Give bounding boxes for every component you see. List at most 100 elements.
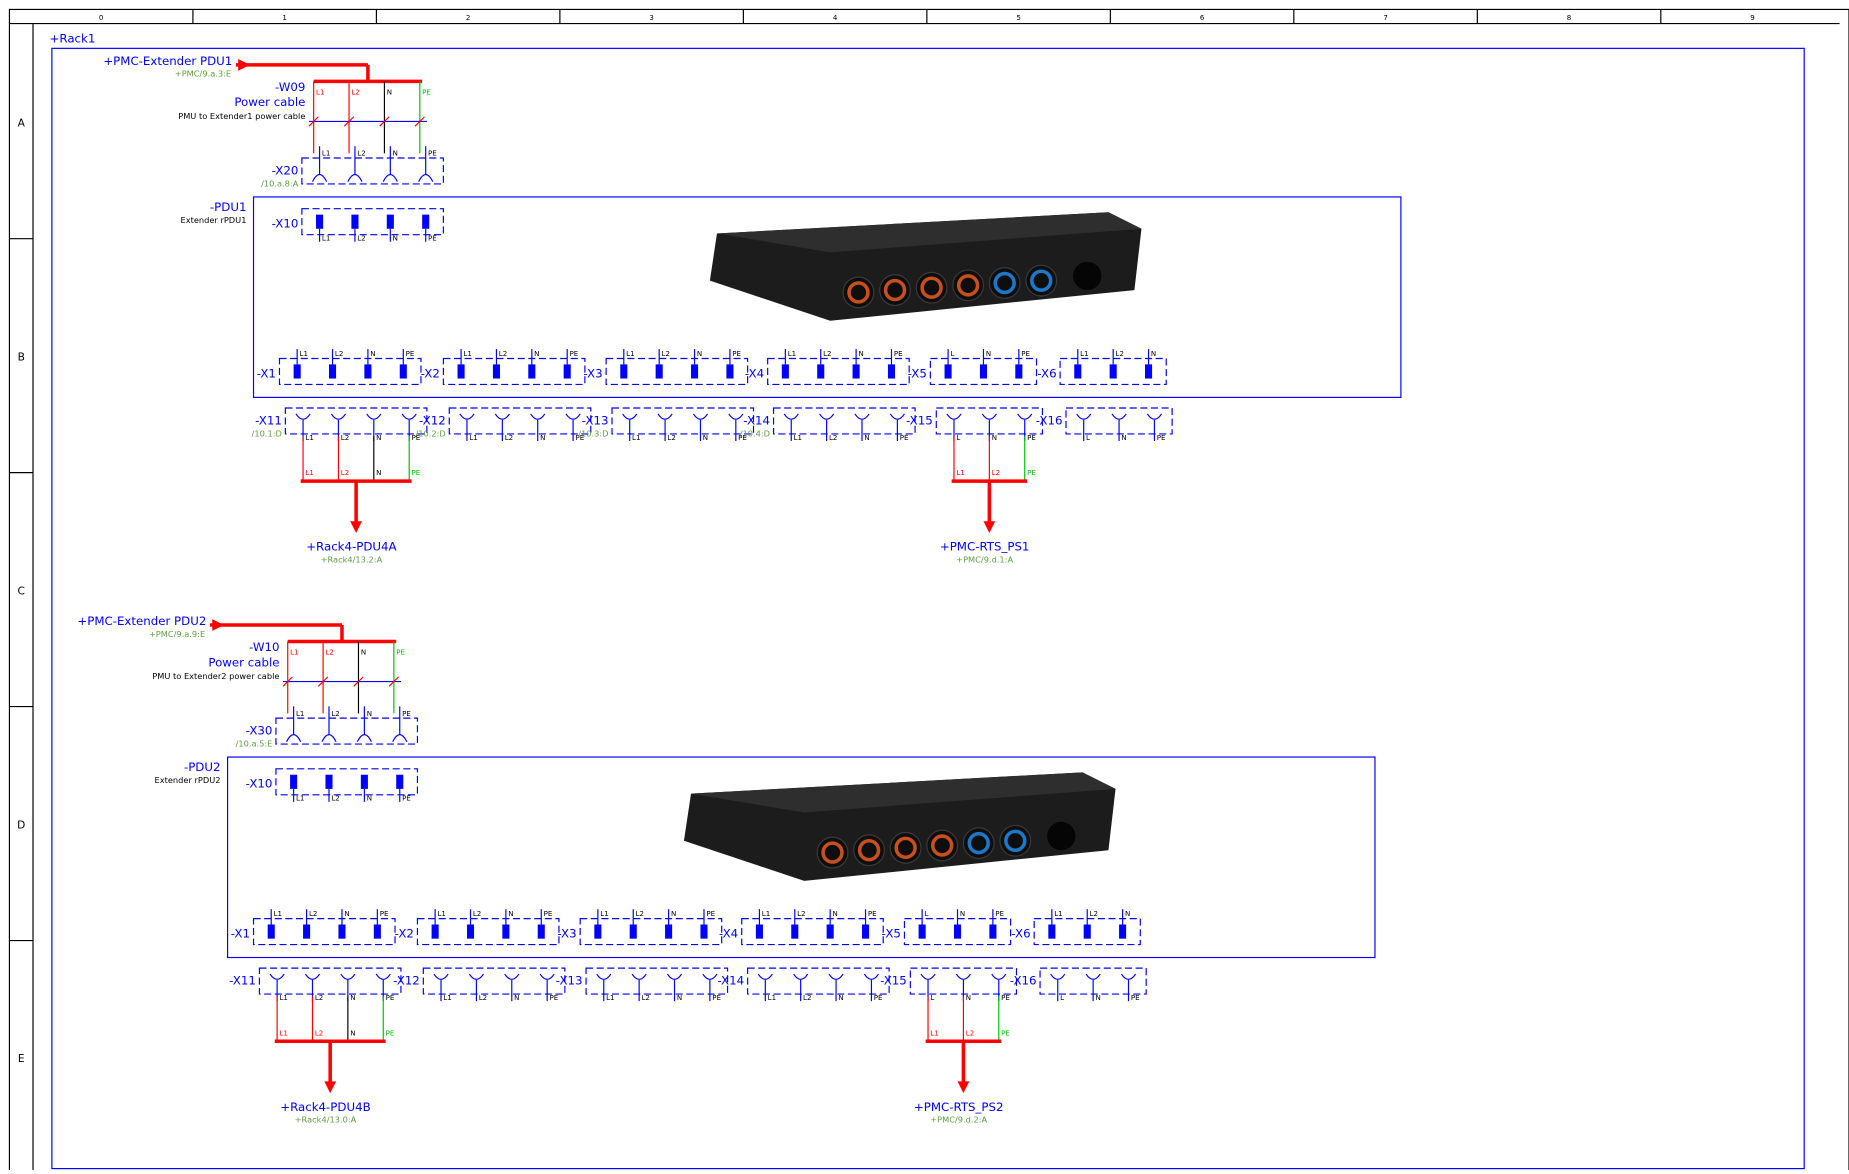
core-label: L1	[956, 468, 964, 477]
socket-symbol	[459, 413, 475, 420]
terminal-pin	[629, 924, 637, 939]
socket-symbol	[504, 973, 520, 980]
connector-outline	[301, 208, 444, 236]
destination-ref: +Rack4/13.2:A	[321, 554, 383, 564]
pin-label: N	[966, 993, 971, 1002]
socket-symbol	[295, 413, 311, 420]
core-label: N	[387, 87, 392, 96]
socket-symbol	[728, 413, 744, 420]
connector-outline	[611, 407, 755, 435]
pin-label: L1	[305, 433, 313, 442]
pin-label: L2	[357, 149, 365, 158]
connector-outline	[275, 717, 419, 745]
pin-label: N	[992, 433, 997, 442]
pin-label: L1	[600, 909, 608, 918]
plug-symbol	[347, 173, 363, 182]
pdu-outlet-ring	[821, 841, 844, 864]
pin-label: N	[367, 709, 372, 718]
socket-symbol	[1050, 973, 1066, 980]
pin-label: L2	[1090, 909, 1098, 918]
pin-label: L	[930, 993, 934, 1002]
feed-arrow-icon	[238, 58, 250, 71]
plug-symbol	[286, 734, 302, 742]
pin-label: N	[703, 433, 708, 442]
pdu-description: Extender rPDU2	[155, 775, 221, 785]
pin-label: N	[833, 909, 838, 918]
socket-symbol	[530, 413, 546, 420]
source-label: +PMC-Extender PDU2	[77, 614, 206, 628]
socket-tag: -X14	[743, 414, 770, 428]
pin-label: N	[858, 349, 863, 358]
socket-symbol	[340, 973, 356, 980]
pin-label: N	[1121, 433, 1126, 442]
pin-label: L2	[335, 349, 343, 358]
core-label: PE	[386, 1028, 395, 1037]
pin-label: PE	[1021, 349, 1030, 358]
pin-label: L2	[797, 909, 805, 918]
connector-outline	[605, 357, 749, 386]
destination-ref: +PMC/9.d.2:A	[930, 1115, 987, 1125]
row-letter: C	[18, 584, 25, 597]
inlet-tag: -X20	[272, 164, 299, 178]
pin-label: PE	[428, 234, 437, 243]
terminal-pin	[1015, 364, 1023, 379]
pdu-section-2: +PMC-Extender PDU2+PMC/9.a.9:E-W10Power …	[77, 614, 1376, 1125]
socket-symbol	[854, 413, 870, 420]
socket-symbol	[955, 973, 971, 980]
output-tag: -X1	[231, 926, 250, 940]
terminal-pin	[700, 924, 708, 939]
terminal-pin	[563, 364, 571, 379]
pin-label: L2	[829, 433, 837, 442]
pin-label: N	[697, 349, 702, 358]
terminal-pin	[852, 364, 860, 379]
column-number: 1	[282, 13, 287, 22]
pin-label: N	[534, 349, 539, 358]
socket-ref: /10.3:D	[578, 428, 608, 438]
core-label: PE	[396, 647, 405, 656]
core-label: PE	[422, 87, 431, 96]
pin-label: PE	[732, 349, 741, 358]
terminal-pin	[655, 364, 663, 379]
rack-enclosure	[51, 47, 1805, 1170]
output-tag: -X4	[745, 366, 764, 380]
pin-label: N	[838, 993, 843, 1002]
pin-label: N	[514, 993, 519, 1002]
pin-label: PE	[1001, 993, 1010, 1002]
terminal-pin	[457, 364, 465, 379]
pin-label: L1	[1080, 349, 1088, 358]
socket-tag: -X12	[393, 974, 420, 988]
pin-label: L2	[331, 709, 339, 718]
pdu-outlet-ring	[1030, 269, 1053, 292]
socket-symbol	[1120, 973, 1137, 980]
terminal-pin	[1074, 364, 1082, 379]
pin-label: L	[1086, 433, 1090, 442]
pin-label: PE	[428, 149, 437, 158]
terminal-pin	[791, 924, 799, 939]
source-label: +PMC-Extender PDU1	[103, 54, 232, 68]
core-label: L2	[351, 87, 359, 96]
socket-tag: -X16	[1010, 974, 1037, 988]
pin-label: PE	[575, 433, 584, 442]
cable-title: Power cable	[234, 95, 305, 109]
terminal-pin	[351, 214, 359, 229]
socket-symbol	[330, 413, 346, 420]
pdu-outlet-ring	[920, 276, 943, 299]
pin-label: L2	[636, 909, 644, 918]
core-label: L1	[279, 1028, 287, 1037]
plug-symbol	[311, 173, 328, 182]
pin-label: PE	[874, 993, 883, 1002]
terminal-pin	[290, 774, 298, 789]
connector-outline	[278, 357, 422, 386]
pdu-outlet-ring	[1004, 829, 1027, 852]
pin-label: N	[393, 234, 398, 243]
pin-label: L1	[443, 993, 451, 1002]
frame-border	[8, 8, 1849, 1174]
